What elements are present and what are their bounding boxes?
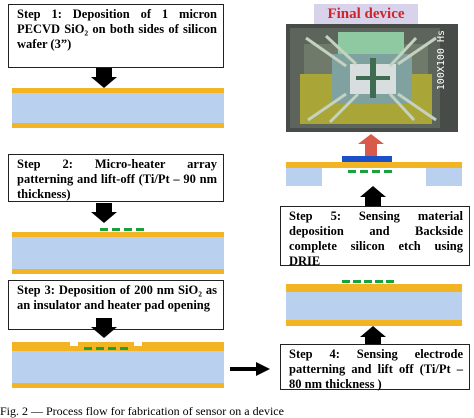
bottom-oxide-layer	[12, 269, 224, 274]
top-oxide-layer	[286, 162, 462, 168]
micro-heater-array	[100, 228, 144, 231]
heater-pad-opening-left	[70, 342, 78, 346]
micro-heater-array	[348, 170, 392, 173]
up-arrow-to-final-device	[358, 134, 384, 156]
step-1-box: Step 1: Deposition of 1 micron PECVD SiO…	[8, 4, 224, 68]
step-4-box: Step 4: Sensing electrode patterning and…	[280, 344, 470, 391]
up-arrow-step-4	[360, 326, 386, 346]
silicon-substrate	[12, 237, 224, 269]
down-arrow-step-3	[91, 318, 117, 338]
top-oxide-layer	[286, 284, 462, 292]
right-arrow-connector	[230, 362, 270, 376]
device-micrograph	[286, 24, 458, 132]
released-device	[286, 156, 462, 186]
step-5-text: Step 5: Sensing material deposition and …	[289, 209, 463, 268]
sensing-material	[342, 156, 392, 162]
step-3-text: Step 3: Deposition of 200 nm SiO₂ as an …	[17, 283, 217, 312]
up-arrow-step-5	[360, 186, 386, 206]
bottom-oxide-layer	[12, 383, 224, 388]
micro-heater-array	[84, 347, 128, 350]
wafer-step-4	[286, 280, 462, 326]
wafer-step-3	[12, 342, 224, 388]
silicon-substrate	[12, 351, 224, 383]
step-5-box: Step 5: Sensing material deposition and …	[280, 206, 470, 268]
step-2-text: Step 2: Micro-heater array patterning an…	[17, 157, 217, 201]
final-device-title: Final device	[314, 4, 418, 24]
step-1-text: Step 1: Deposition of 1 micron PECVD SiO…	[17, 7, 217, 51]
silicon-left-support	[286, 168, 322, 186]
down-arrow-step-1	[91, 68, 117, 88]
sensing-electrodes	[342, 280, 394, 283]
wafer-step-1	[12, 88, 224, 128]
down-arrow-step-2	[91, 203, 117, 223]
heater-pad-opening-right	[134, 342, 142, 346]
bottom-oxide-layer	[286, 320, 462, 326]
top-oxide-layer	[12, 342, 224, 351]
step-4-text: Step 4: Sensing electrode patterning and…	[289, 347, 463, 391]
final-device-photo: 100X100 Hs	[286, 24, 458, 132]
bottom-oxide-layer	[12, 123, 224, 128]
silicon-substrate	[12, 93, 224, 123]
silicon-substrate	[286, 292, 462, 320]
silicon-right-support	[426, 168, 462, 186]
top-oxide-layer	[12, 232, 224, 237]
top-oxide-layer	[12, 88, 224, 93]
step-2-box: Step 2: Micro-heater array patterning an…	[8, 154, 224, 202]
wafer-step-2	[12, 228, 224, 274]
photo-label: 100X100 Hs	[436, 30, 447, 91]
figure-caption: Fig. 2 — Process flow for fabrication of…	[0, 404, 284, 418]
